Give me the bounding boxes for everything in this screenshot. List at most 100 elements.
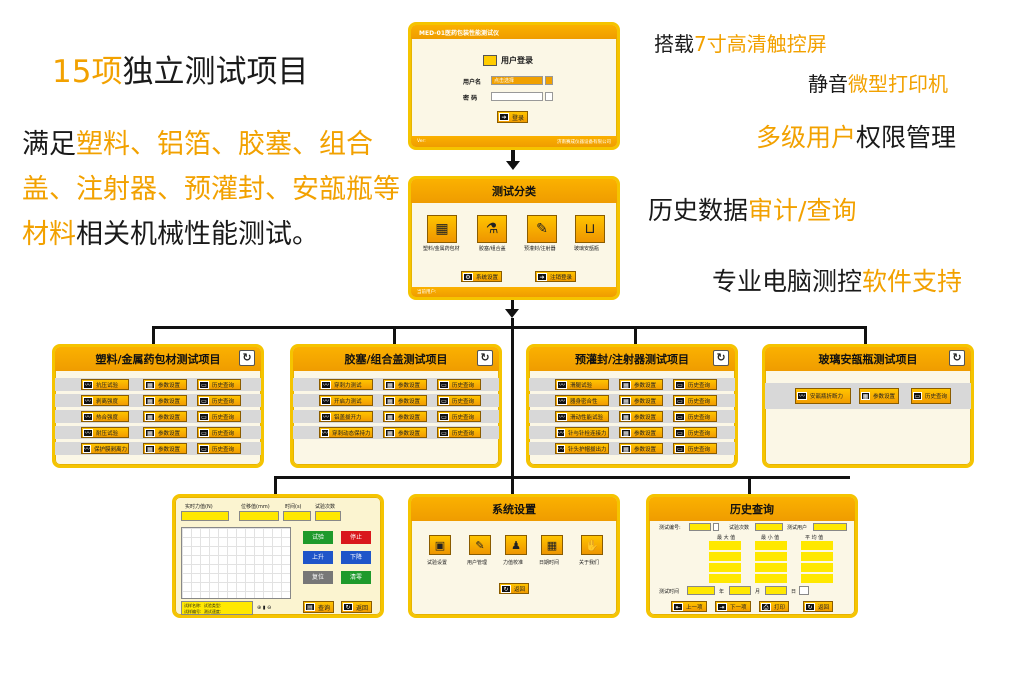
password-field[interactable] xyxy=(491,92,543,101)
syringe-icon[interactable]: ✎ xyxy=(527,215,557,243)
history-button-2[interactable]: ▭历史查询 xyxy=(437,395,481,406)
up-button[interactable]: 上升 xyxy=(303,551,333,564)
test-no-field[interactable] xyxy=(689,523,711,531)
prev-button[interactable]: ⇤上一项 xyxy=(671,601,707,612)
datetime-icon[interactable]: ▦ xyxy=(541,535,563,555)
test-user-field[interactable] xyxy=(813,523,847,531)
test-button-3[interactable]: 〰铝盖拔开力 xyxy=(319,411,373,422)
year-field[interactable] xyxy=(687,586,715,595)
test-button-3[interactable]: 〰热合强度 xyxy=(81,411,129,422)
logout-button[interactable]: ➔注销登录 xyxy=(535,271,577,282)
test-button-4[interactable]: 〰耐压试验 xyxy=(81,427,129,438)
username-dropdown-icon[interactable] xyxy=(545,76,553,85)
day-field[interactable] xyxy=(765,586,787,595)
test-count-field[interactable] xyxy=(755,523,783,531)
test-button-4[interactable]: 〰穿刺动态保持力 xyxy=(319,427,373,438)
stop-button[interactable]: 停止 xyxy=(341,531,371,544)
test-button-5[interactable]: 〰针头护帽拔出力 xyxy=(555,443,609,454)
zero-button[interactable]: 清零 xyxy=(341,571,371,584)
history-button-2[interactable]: ▭历史查询 xyxy=(197,395,241,406)
plastic-metal-icon[interactable]: ▦ xyxy=(427,215,457,243)
avg-values xyxy=(801,541,833,583)
refresh-icon[interactable]: ↻ xyxy=(239,350,255,366)
history-button-5[interactable]: ▭历史查询 xyxy=(673,443,717,454)
login-button[interactable]: ➔登录 xyxy=(497,111,529,123)
system-settings-button[interactable]: ⚙系统设置 xyxy=(461,271,503,282)
history-button-3[interactable]: ▭历史查询 xyxy=(437,411,481,422)
stopper-test-screen: 胶塞/组合盖测试项目↻ 〰穿刺力测试 ▦参数设置 ▭历史查询 〰开启力测试 ▦参数设置… xyxy=(290,344,502,468)
test-button-5[interactable]: 〰保护膜剥离力 xyxy=(81,443,129,454)
month-field[interactable] xyxy=(729,586,751,595)
about-icon[interactable]: ✋ xyxy=(581,535,603,555)
history-button-4[interactable]: ▭历史查询 xyxy=(673,427,717,438)
keyboard-icon[interactable] xyxy=(545,92,553,101)
next-button[interactable]: ⇥下一项 xyxy=(715,601,751,612)
feature-text: 搭载 xyxy=(654,32,694,56)
param-button-5[interactable]: ▦参数设置 xyxy=(143,443,187,454)
param-button-2[interactable]: ▦参数设置 xyxy=(383,395,427,406)
history-button-2[interactable]: ▭历史查询 xyxy=(673,395,717,406)
test-button-1[interactable]: 〰抗压试验 xyxy=(81,379,129,390)
test-button-1[interactable]: 〰滑腿试验 xyxy=(555,379,609,390)
test-button-4[interactable]: 〰针与针栓连接力 xyxy=(555,427,609,438)
param-button-3[interactable]: ▦参数设置 xyxy=(143,411,187,422)
keyboard-icon[interactable] xyxy=(799,586,809,595)
test-button-1[interactable]: 〰穿刺力测试 xyxy=(319,379,373,390)
time-field xyxy=(283,511,311,521)
feature-highlight: 多级用户 xyxy=(756,123,857,152)
param-button-1[interactable]: ▦参数设置 xyxy=(619,379,663,390)
history-button-4[interactable]: ▭历史查询 xyxy=(437,427,481,438)
test-settings-icon[interactable]: ▣ xyxy=(429,535,451,555)
start-test-button[interactable]: 试验 xyxy=(303,531,333,544)
refresh-icon[interactable]: ↻ xyxy=(949,350,965,366)
tile-label-about: 关于我们 xyxy=(579,560,600,566)
history-button-5[interactable]: ▭历史查询 xyxy=(197,443,241,454)
month-label: 月 xyxy=(755,589,761,595)
back-button[interactable]: ↻返回 xyxy=(803,601,834,612)
test-button-2[interactable]: 〰开启力测试 xyxy=(319,395,373,406)
ampoule-history-button[interactable]: ▭历史查询 xyxy=(911,388,951,404)
param-button-2[interactable]: ▦参数设置 xyxy=(143,395,187,406)
param-button-5[interactable]: ▦参数设置 xyxy=(619,443,663,454)
tile-label-syringe: 预灌封/注射器 xyxy=(524,246,556,252)
history-button-1[interactable]: ▭历史查询 xyxy=(673,379,717,390)
test-button-3[interactable]: 〰滑动性能试验 xyxy=(555,411,609,422)
refresh-icon[interactable]: ↻ xyxy=(477,350,493,366)
history-button-3[interactable]: ▭历史查询 xyxy=(197,411,241,422)
calibration-icon[interactable]: ♟ xyxy=(505,535,527,555)
param-button-4[interactable]: ▦参数设置 xyxy=(619,427,663,438)
back-button[interactable]: ↻返回 xyxy=(499,583,530,594)
stopper-icon[interactable]: ⚗ xyxy=(477,215,507,243)
user-manage-icon[interactable]: ✎ xyxy=(469,535,491,555)
reset-button[interactable]: 复位 xyxy=(303,571,333,584)
test-no-label: 测试编号: xyxy=(659,525,681,531)
refresh-icon[interactable]: ↻ xyxy=(713,350,729,366)
test-button-2[interactable]: 〰器身密合性 xyxy=(555,395,609,406)
tile-label-datetime: 日期时间 xyxy=(539,560,560,566)
param-button-3[interactable]: ▦参数设置 xyxy=(619,411,663,422)
headline: 15项独立测试项目 xyxy=(52,46,308,91)
query-button[interactable]: ▤查询 xyxy=(303,601,335,613)
param-button-3[interactable]: ▦参数设置 xyxy=(383,411,427,422)
param-button-4[interactable]: ▦参数设置 xyxy=(383,427,427,438)
ampoule-icon[interactable]: ⊔ xyxy=(575,215,605,243)
back-button[interactable]: ↻返回 xyxy=(341,601,373,613)
history-button-3[interactable]: ▭历史查询 xyxy=(673,411,717,422)
zoom-icons[interactable]: ⊕ ▮ ⊖ xyxy=(257,605,272,611)
test-button-2[interactable]: 〰剥离强度 xyxy=(81,395,129,406)
ampoule-param-button[interactable]: ▦参数设置 xyxy=(859,388,899,404)
keyboard-icon[interactable] xyxy=(713,523,719,531)
param-button-4[interactable]: ▦参数设置 xyxy=(143,427,187,438)
param-button-1[interactable]: ▦参数设置 xyxy=(143,379,187,390)
username-field[interactable]: 点击选择 xyxy=(491,76,543,85)
down-button[interactable]: 下降 xyxy=(341,551,371,564)
history-button-1[interactable]: ▭历史查询 xyxy=(437,379,481,390)
print-button[interactable]: ⎙打印 xyxy=(759,601,790,612)
feature-text: 专业电脑测控 xyxy=(712,267,863,296)
history-button-1[interactable]: ▭历史查询 xyxy=(197,379,241,390)
param-button-1[interactable]: ▦参数设置 xyxy=(383,379,427,390)
history-button-4[interactable]: ▭历史查询 xyxy=(197,427,241,438)
ampoule-test-button[interactable]: 〰安瓿瓶折断力 xyxy=(795,388,851,404)
stopper-title: 胶塞/组合盖测试项目↻ xyxy=(293,347,499,371)
param-button-2[interactable]: ▦参数设置 xyxy=(619,395,663,406)
